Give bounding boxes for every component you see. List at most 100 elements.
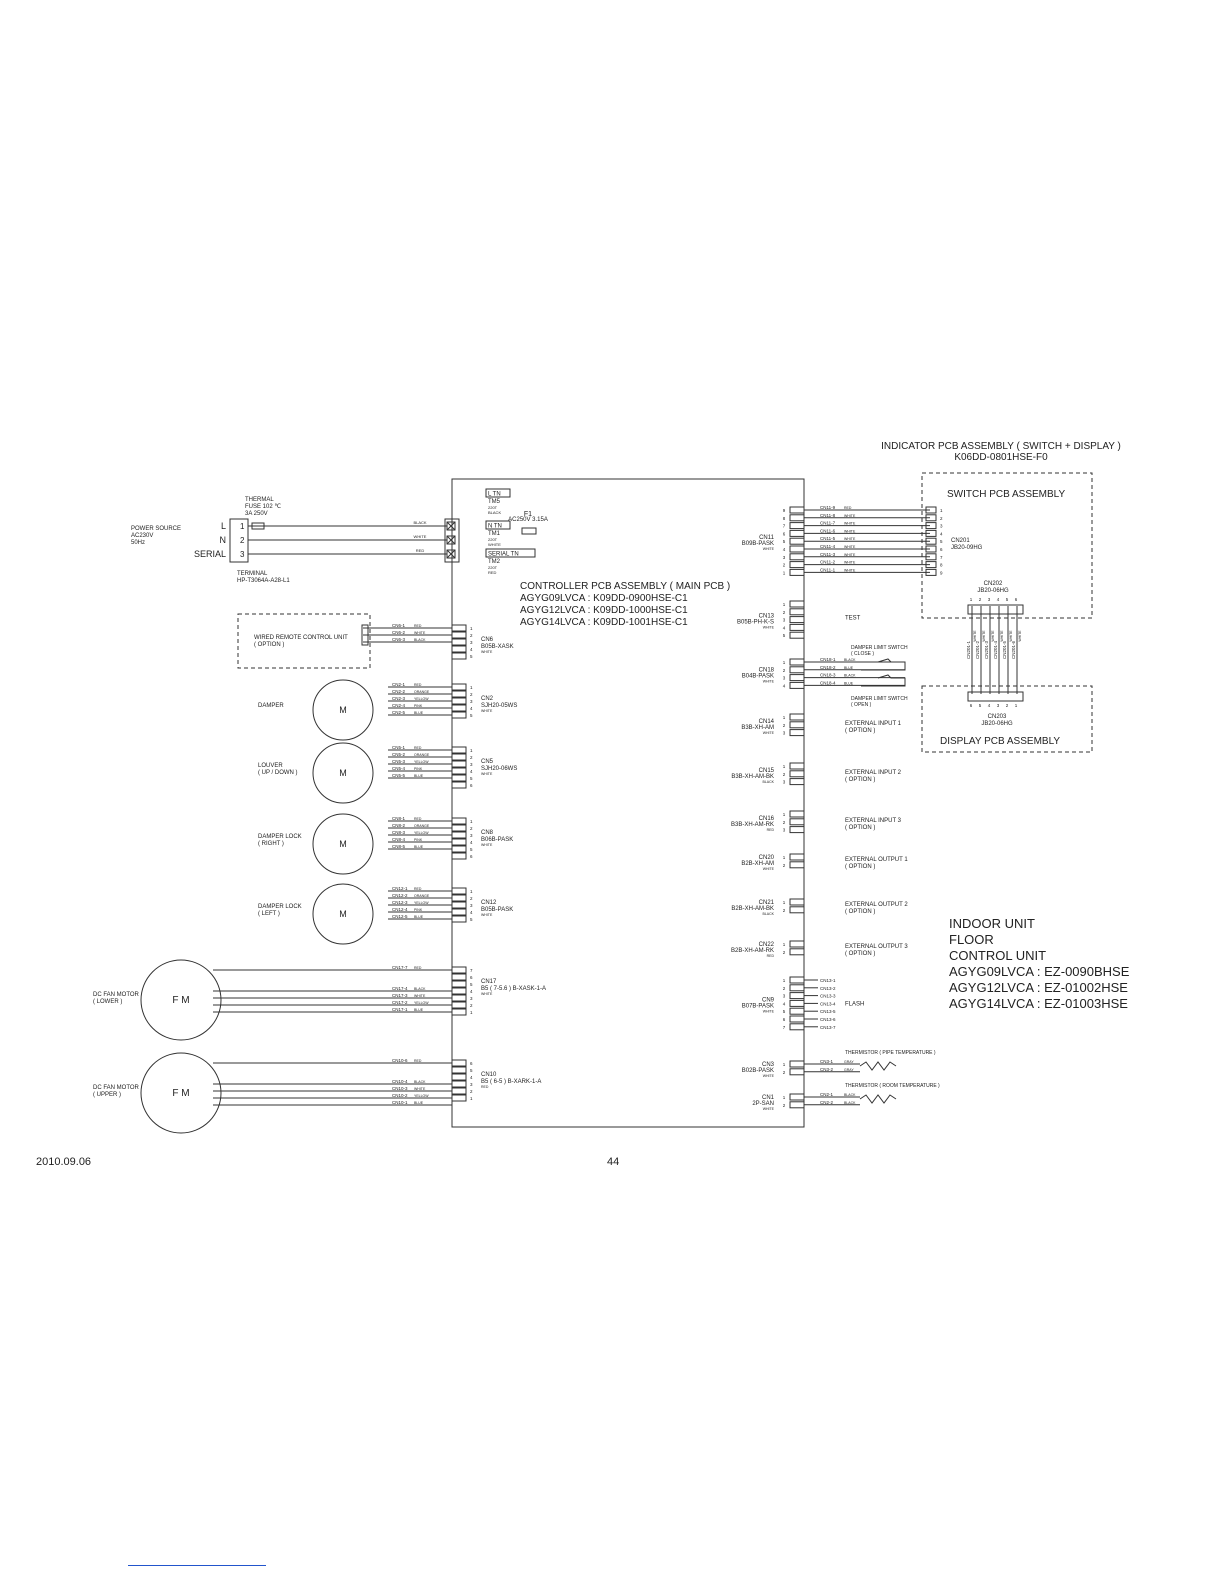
diagram-frames (229, 472, 1093, 1128)
cn3-name: CN3 (762, 1062, 775, 1068)
cn8-name: CN8 (481, 830, 494, 836)
cn5-5-color: BLUE (414, 774, 424, 778)
cn14-part: B3B-XH-AM (741, 725, 774, 731)
cn20-pin-1: 1 (783, 855, 786, 860)
cn6-pin-1: 1 (470, 626, 473, 631)
terminal-label-1: HP-T3064A-A28-L1 (237, 578, 290, 584)
cn2-motor (312, 679, 374, 741)
cn12-pin-5: 5 (470, 917, 473, 922)
cn18-color: WHITE (763, 680, 775, 684)
cn9-flash-3: CN13-3 (820, 994, 836, 999)
cn16-part: B3B-XH-AM-RK (731, 822, 774, 828)
cn13-pin-box-1 (789, 600, 805, 608)
cn8-1-label: CN8-1 (392, 816, 406, 821)
cn202-wire-label-6: CN201-6 (1011, 641, 1016, 660)
cn12-device-1: ( LEFT ) (258, 911, 280, 917)
cn12-device-0: DAMPER LOCK (258, 904, 302, 910)
cn14-pin-1: 1 (783, 715, 786, 720)
tm2-box (485, 548, 536, 558)
cn10-pin-box-6 (451, 1059, 467, 1067)
cn8-device-1: ( RIGHT ) (258, 841, 284, 847)
cn12-pin-4: 4 (470, 910, 473, 915)
cn3-color: WHITE (763, 1074, 775, 1078)
cn5-pin-5: 5 (470, 776, 473, 781)
cn12-1-color: RED (414, 887, 422, 891)
cn1-thermistor (859, 1094, 897, 1104)
flash-label: FLASH (845, 1001, 864, 1007)
cn11-pin-6: 6 (783, 531, 786, 536)
cn12-5-label: CN12-5 (392, 914, 408, 919)
cn2-pin-1: 1 (470, 685, 473, 690)
cn16-pin-3: 3 (783, 828, 786, 833)
tm1-box (485, 520, 511, 530)
cn13-pin-3: 3 (783, 618, 786, 623)
cn10-2-color: YELLOW (414, 1094, 429, 1098)
cn18-pin-box-2 (789, 666, 805, 674)
cn202-pin-3: 3 (988, 597, 991, 602)
footer-date: 2010.09.06 (36, 1156, 92, 1168)
cn20-device-1: ( OPTION ) (845, 864, 875, 870)
cn20-part: B2B-XH-AM (741, 861, 774, 867)
cn8-pin-6: 6 (470, 854, 473, 859)
cn6-pin-2: 2 (470, 633, 473, 638)
cn13-pin-2: 2 (783, 610, 786, 615)
tm-terminal-x2-1 (446, 521, 456, 531)
cn12-pin-box-3 (451, 901, 467, 909)
cn22-pin-box-2 (789, 948, 805, 956)
cn17-pin-box-6 (451, 973, 467, 981)
cn14-color: WHITE (763, 731, 775, 735)
cn20-device-0: EXTERNAL OUTPUT 1 (845, 857, 908, 863)
cn5-2-color: ORANGE (414, 753, 430, 757)
cn17-4-label: CN17-4 (392, 986, 408, 991)
title-line-1: FLOOR (949, 932, 994, 947)
cn14-device-0: EXTERNAL INPUT 1 (845, 721, 902, 727)
cn15-part: B3B-XH-AM-BK (731, 774, 774, 780)
cn3-pin-2: 2 (783, 1070, 786, 1075)
cn10-6-label: CN10-6 (392, 1058, 408, 1063)
cn14-pin-2: 2 (783, 723, 786, 728)
cn22-color: RED (767, 954, 775, 958)
cn10-pin-5: 5 (470, 1068, 473, 1073)
cn22-device-1: ( OPTION ) (845, 951, 875, 957)
cn9-pin-2: 2 (783, 986, 786, 991)
tm5-name: TM5 (488, 499, 501, 505)
tm-terminal-2 (446, 535, 456, 545)
switch-pcb-label: SWITCH PCB ASSEMBLY (947, 489, 1066, 500)
cn20-color: WHITE (763, 867, 775, 871)
cn1-pin-box-2 (789, 1101, 805, 1109)
cn5-name: CN5 (481, 759, 494, 765)
cn15-pin-box-3 (789, 778, 805, 786)
cn17-pin-box-7 (451, 966, 467, 974)
cn202-wire-color-6: WHITE (1018, 630, 1022, 642)
cn11-5-label: CN11-5 (820, 536, 836, 541)
cn15-device-0: EXTERNAL INPUT 2 (845, 770, 902, 776)
cn6-1-label: CN6-1 (392, 623, 406, 628)
cn13-pin-1: 1 (783, 602, 786, 607)
cn17-7-color: RED (414, 966, 422, 970)
cn10-pin-2: 2 (470, 1089, 473, 1094)
cn3-part: B02B-PASK (742, 1068, 774, 1074)
cn201-label-0: CN201 (951, 538, 970, 544)
cn17-2-label: CN17-2 (392, 1000, 408, 1005)
cn12-motor (312, 883, 374, 945)
cn10-1-label: CN10-1 (392, 1100, 408, 1105)
main-pcb-line-0: CONTROLLER PCB ASSEMBLY ( MAIN PCB ) (520, 581, 730, 592)
cn15-pin-2: 2 (783, 772, 786, 777)
damper-close-label-0: DAMPER LIMIT SWITCH (851, 645, 908, 651)
cn9-name: CN9 (762, 997, 775, 1003)
cn201-pin-5: 5 (940, 539, 943, 544)
power-row-num-2: 2 (240, 536, 245, 545)
cn11-pin-box-1 (789, 568, 805, 576)
cn201-pin-3: 3 (940, 524, 943, 529)
cn12-pin-1: 1 (470, 889, 473, 894)
indicator-title: INDICATOR PCB ASSEMBLY ( SWITCH + DISPLA… (881, 441, 1121, 452)
cn2-pin-box-4 (451, 704, 467, 712)
power-wire-color-3: RED (416, 548, 425, 553)
cn8-pin-3: 3 (470, 833, 473, 838)
cn17-pin-box-4 (451, 987, 467, 995)
power-source-0: POWER SOURCE (131, 526, 181, 532)
cn21-pin-box-1 (789, 898, 805, 906)
cn2-3-color: YELLOW (414, 697, 429, 701)
damper-close-switch (861, 658, 906, 671)
cn10-3-label: CN10-3 (392, 1086, 408, 1091)
